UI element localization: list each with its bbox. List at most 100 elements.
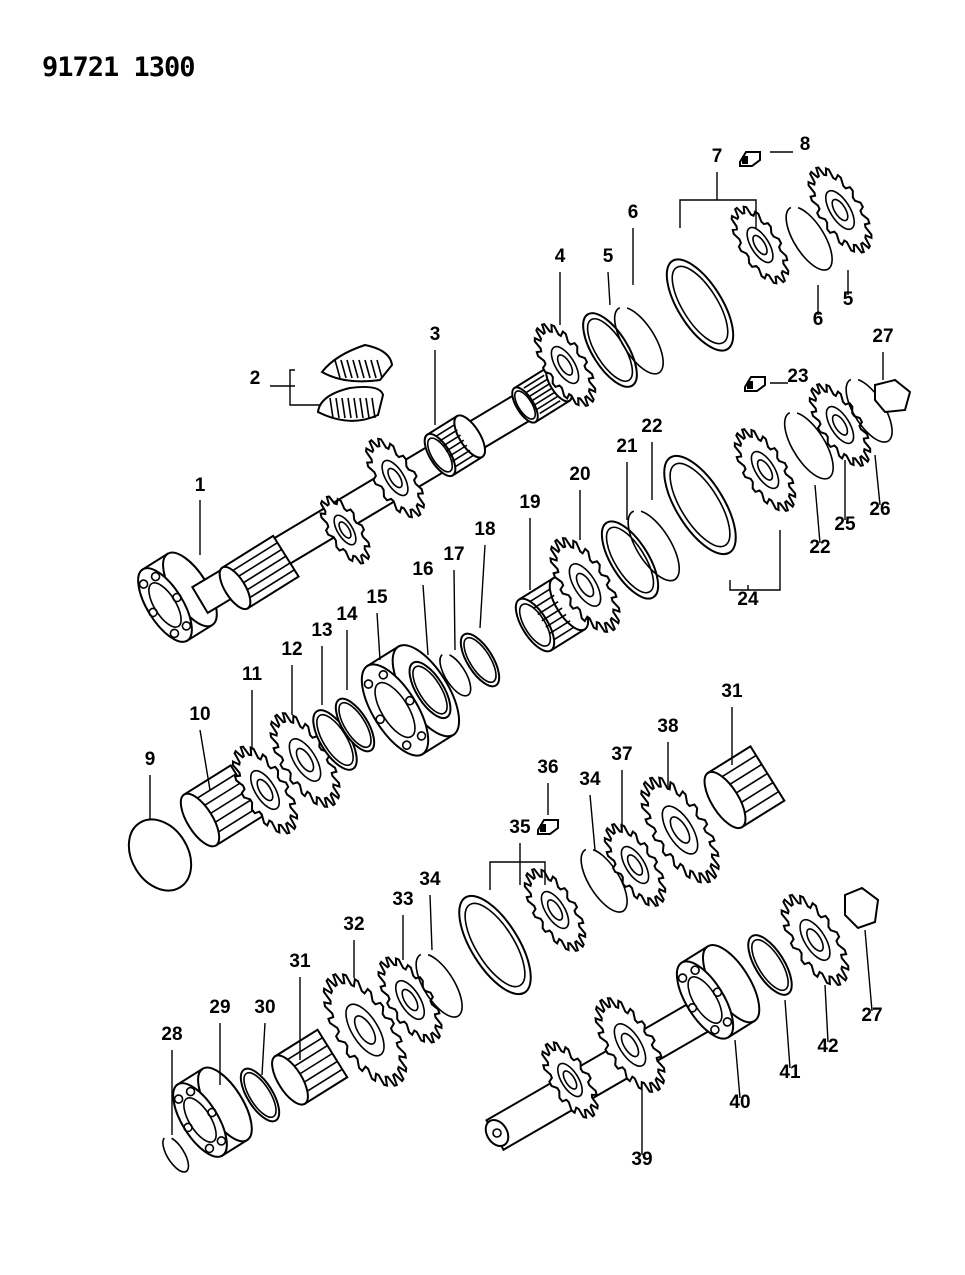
gear-32 [322, 973, 408, 1087]
callout-label: 34 [419, 869, 441, 890]
callout-label: 23 [787, 366, 808, 387]
callout-label: 11 [242, 664, 263, 685]
spline-31 [271, 1028, 349, 1106]
callout-label: 35 [509, 817, 531, 838]
callout-label: 36 [537, 757, 558, 778]
snap-ring-17 [439, 654, 472, 697]
callout-label: 34 [579, 769, 601, 790]
key-8 [739, 151, 761, 167]
synchro-ring-21 [600, 520, 660, 600]
gear-1b [365, 437, 425, 519]
gear-1a [319, 495, 371, 565]
leader-line [422, 584, 429, 656]
ring-5b [807, 166, 873, 254]
leader-line [479, 544, 486, 629]
callout-label: 10 [189, 704, 210, 725]
gear-20 [549, 537, 621, 633]
sleeve-19 [514, 576, 590, 653]
ring-34 [415, 953, 463, 1018]
leader-line [261, 1022, 266, 1076]
key-23 [744, 376, 766, 392]
gear-33 [377, 956, 443, 1044]
leader-line [874, 454, 881, 506]
hub-7 [730, 205, 790, 285]
callout-label: 8 [800, 134, 811, 155]
callout-label: 31 [289, 951, 311, 972]
sleeve-24 [663, 454, 737, 556]
callout-label: 32 [343, 914, 364, 935]
callout-label: 6 [628, 202, 639, 223]
callout-label: 19 [519, 492, 540, 513]
leader-line [453, 569, 456, 651]
ring-41 [747, 934, 793, 996]
callout-label: 20 [569, 464, 590, 485]
ring-30 [239, 1067, 281, 1123]
leader-line [429, 894, 433, 951]
gear-12 [269, 712, 341, 808]
sleeve-7 [665, 258, 735, 352]
callout-label: 24 [737, 589, 759, 610]
callout-label: 9 [145, 749, 156, 770]
callout-label: 2 [250, 368, 261, 389]
callout-label: 27 [861, 1005, 882, 1026]
callout-label: 1 [195, 475, 206, 496]
callout-label: 16 [412, 559, 433, 580]
gear-38 [640, 776, 720, 884]
callout-label: 42 [817, 1036, 838, 1057]
needle-bearing-3 [423, 414, 487, 478]
needle-bearing-2 [316, 343, 394, 422]
leader-line [784, 999, 791, 1069]
bearing-29 [172, 1066, 253, 1158]
bracket-24 [729, 530, 781, 591]
leader-line [824, 984, 829, 1043]
cap-9 [127, 818, 193, 892]
leader-line [589, 794, 596, 851]
bearing-1 [137, 551, 218, 643]
callout-label: 39 [631, 1149, 652, 1170]
callout-label: 38 [657, 716, 678, 737]
bearing-40 [675, 944, 761, 1040]
callout-label: 26 [869, 499, 890, 520]
spline-1 [218, 534, 300, 611]
ring-34b [580, 848, 628, 913]
callout-label: 18 [474, 519, 495, 540]
gear-39b [594, 997, 666, 1093]
leader-line [864, 929, 873, 1012]
gear-4 [533, 322, 597, 408]
callout-label: 40 [729, 1092, 750, 1113]
key-36 [537, 819, 559, 835]
leader-line [376, 612, 381, 661]
callout-label: 14 [336, 604, 358, 625]
ring-6 [613, 307, 664, 375]
gear-39a [541, 1041, 599, 1119]
ring-14 [334, 697, 376, 753]
washer-18 [459, 632, 501, 688]
nut-27-bottom [844, 886, 880, 930]
ring-22b [783, 412, 834, 480]
shaft-end [484, 1118, 510, 1148]
callout-label: 5 [603, 246, 614, 267]
callout-label: 17 [443, 544, 464, 565]
callout-label: 22 [809, 537, 830, 558]
callout-label: 28 [161, 1024, 182, 1045]
leader-line [607, 271, 611, 306]
callout-label: 7 [712, 146, 723, 167]
snap-ring-28 [162, 1137, 190, 1173]
callout-label: 6 [813, 309, 824, 330]
callout-label: 21 [616, 436, 638, 457]
bracket-35 [489, 861, 546, 890]
ring-16 [408, 660, 452, 720]
callout-label: 22 [641, 416, 662, 437]
callout-label: 25 [834, 514, 856, 535]
callout-label: 3 [430, 324, 441, 345]
ring-6b [785, 206, 833, 271]
document-id: 91721 1300 [42, 52, 196, 83]
callout-label: 29 [209, 997, 230, 1018]
callout-label: 12 [281, 639, 302, 660]
callout-label: 4 [555, 246, 566, 267]
bracket-2 [289, 369, 320, 406]
callout-label: 41 [779, 1062, 801, 1083]
spline-31b [703, 744, 786, 830]
